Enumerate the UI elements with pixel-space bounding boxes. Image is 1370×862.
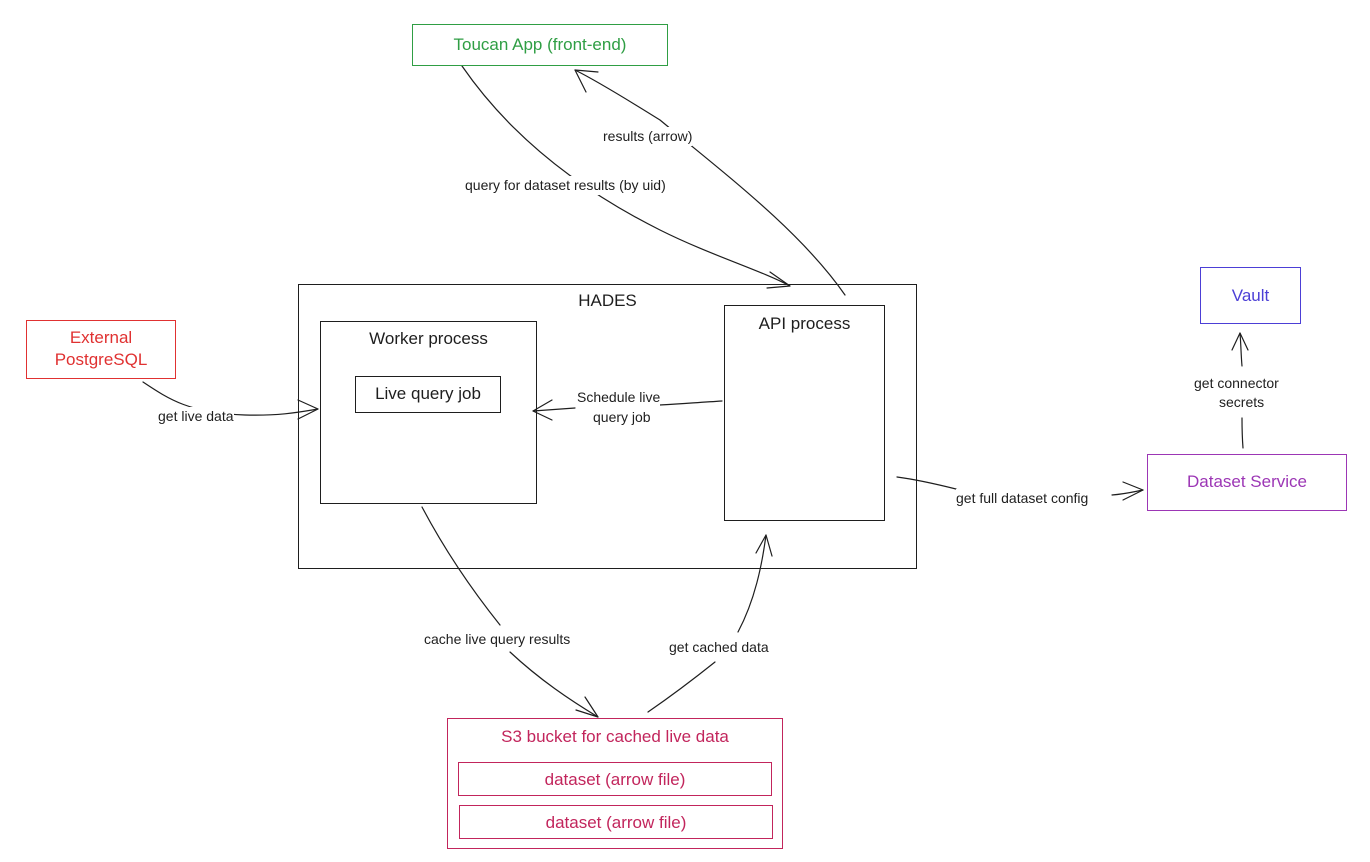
edge-get-cached — [647, 534, 767, 713]
worker-process-label: Worker process — [369, 329, 488, 348]
edge-query-dataset — [461, 65, 791, 287]
edge-label-schedule-line2: query job — [593, 408, 651, 427]
edge-get-connector-arrowhead — [1231, 332, 1249, 351]
edge-query-dataset-arrowhead — [766, 271, 791, 289]
s3-dataset-item: dataset (arrow file) — [459, 805, 773, 839]
edge-cache-results-arrowhead — [575, 696, 599, 718]
toucan-app-node: Toucan App (front-end) — [412, 24, 668, 66]
edge-label-results: results (arrow) — [603, 127, 693, 146]
edge-label-cache-results: cache live query results — [424, 630, 571, 649]
s3-dataset-item-label: dataset (arrow file) — [544, 770, 686, 789]
live-query-job-node: Live query job — [355, 376, 501, 413]
edge-cache-results — [421, 506, 599, 718]
edge-get-full-config — [896, 476, 1144, 496]
vault-label: Vault — [1231, 286, 1270, 305]
vault-node: Vault — [1200, 267, 1301, 324]
external-postgresql-label-line1: External — [69, 328, 133, 347]
edge-label-get-live-data: get live data — [158, 407, 234, 426]
s3-bucket-node: S3 bucket for cached live data — [447, 718, 783, 849]
dataset-service-label: Dataset Service — [1187, 472, 1307, 491]
toucan-app-label: Toucan App (front-end) — [453, 35, 627, 54]
s3-dataset-item-label: dataset (arrow file) — [545, 813, 687, 832]
edge-label-get-full-config: get full dataset config — [956, 489, 1089, 508]
s3-bucket-label: S3 bucket for cached live data — [501, 727, 729, 746]
edge-label-get-connector-line2: secrets — [1219, 393, 1265, 412]
edge-get-full-config-arrowhead — [1122, 481, 1144, 501]
api-process-label: API process — [758, 314, 851, 333]
edge-label-get-cached: get cached data — [669, 638, 769, 657]
edge-schedule-arrowhead — [532, 399, 553, 421]
edge-label-get-connector-line1: get connector — [1194, 374, 1279, 393]
edge-get-live-data-arrowhead — [297, 399, 319, 420]
dataset-service-node: Dataset Service — [1147, 454, 1347, 511]
external-postgresql-label-line2: PostgreSQL — [54, 350, 148, 369]
s3-dataset-item: dataset (arrow file) — [458, 762, 772, 796]
edge-results-arrowhead — [574, 69, 599, 93]
live-query-job-label: Live query job — [375, 384, 481, 403]
edge-get-cached-arrowhead — [755, 534, 773, 557]
edge-label-query-dataset: query for dataset results (by uid) — [465, 176, 666, 195]
external-postgresql-node: External PostgreSQL — [26, 320, 176, 379]
edge-get-connector — [1239, 332, 1244, 449]
hades-container: HADES — [298, 284, 917, 569]
hades-label: HADES — [578, 291, 637, 310]
edge-label-schedule-line1: Schedule live — [577, 388, 661, 407]
api-process-node: API process — [724, 305, 885, 521]
worker-process-node: Worker process — [320, 321, 537, 504]
